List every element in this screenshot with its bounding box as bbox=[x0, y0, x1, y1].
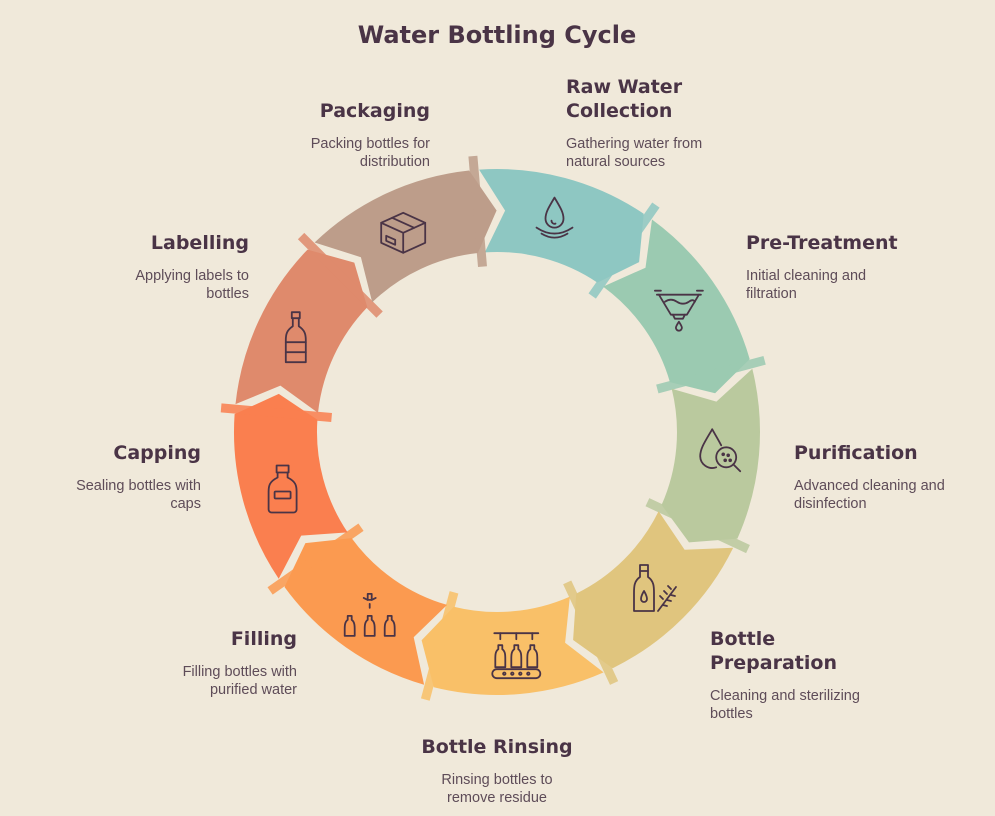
segment-connector bbox=[267, 523, 364, 595]
step-title: Purification bbox=[794, 442, 918, 464]
step-description: natural sources bbox=[566, 154, 665, 170]
step-title: Preparation bbox=[710, 652, 837, 674]
step-description: purified water bbox=[210, 682, 297, 698]
step-description: Sealing bottles with bbox=[76, 478, 201, 494]
step-description: bottles bbox=[710, 706, 753, 722]
step-description: Rinsing bottles to bbox=[441, 772, 552, 788]
bottle-brush-icon bbox=[633, 564, 677, 612]
capped-bottle-icon bbox=[267, 464, 298, 514]
step-description: caps bbox=[170, 496, 201, 512]
cycle-segment bbox=[233, 393, 348, 579]
segment-connector bbox=[468, 155, 487, 267]
box-icon bbox=[380, 211, 427, 254]
step-description: Initial cleaning and bbox=[746, 268, 866, 284]
step-description: Filling bottles with bbox=[183, 664, 297, 680]
step-description: Applying labels to bbox=[135, 268, 249, 284]
step-title: Bottle Rinsing bbox=[421, 736, 572, 758]
step-description: Packing bottles for bbox=[311, 136, 430, 152]
step-description: disinfection bbox=[794, 496, 867, 512]
cycle-ring bbox=[220, 155, 766, 701]
step-description: Gathering water from bbox=[566, 136, 702, 152]
step-title: Capping bbox=[113, 442, 201, 464]
segment-connector bbox=[297, 232, 383, 318]
water-drop-icon bbox=[535, 196, 574, 239]
cycle-segment bbox=[603, 219, 750, 394]
cycle-segment bbox=[284, 538, 448, 685]
step-title: Pre-Treatment bbox=[746, 232, 898, 254]
step-description: remove residue bbox=[447, 790, 547, 806]
diagram-title: Water Bottling Cycle bbox=[358, 21, 637, 49]
step-description: Advanced cleaning and bbox=[794, 478, 945, 494]
step-title: Bottle bbox=[710, 628, 775, 650]
step-description: filtration bbox=[746, 286, 797, 302]
filter-icon bbox=[654, 289, 704, 332]
step-title: Labelling bbox=[151, 232, 249, 254]
step-title: Collection bbox=[566, 100, 672, 122]
segment-connector bbox=[420, 591, 459, 701]
step-description: bottles bbox=[206, 286, 249, 302]
step-title: Filling bbox=[231, 628, 297, 650]
step-description: distribution bbox=[360, 154, 430, 170]
conveyor-bottles-icon bbox=[491, 632, 542, 680]
cycle-segment bbox=[314, 170, 497, 303]
segment-connector bbox=[220, 403, 332, 422]
step-description: Cleaning and sterilizing bbox=[710, 688, 860, 704]
step-title: Packaging bbox=[320, 100, 430, 122]
cycle-segment bbox=[661, 368, 760, 543]
cycle-segment bbox=[421, 596, 604, 695]
labelled-bottle-icon bbox=[284, 311, 307, 364]
cycle-segment bbox=[235, 249, 368, 413]
segment-connector bbox=[656, 355, 766, 394]
filling-nozzles-icon bbox=[343, 593, 396, 637]
drop-magnifier-icon bbox=[699, 428, 742, 473]
segment-connector bbox=[645, 498, 750, 554]
step-title: Raw Water bbox=[566, 76, 683, 98]
cycle-segment bbox=[479, 168, 644, 283]
segment-connector bbox=[563, 580, 619, 685]
segment-connector bbox=[588, 202, 660, 299]
